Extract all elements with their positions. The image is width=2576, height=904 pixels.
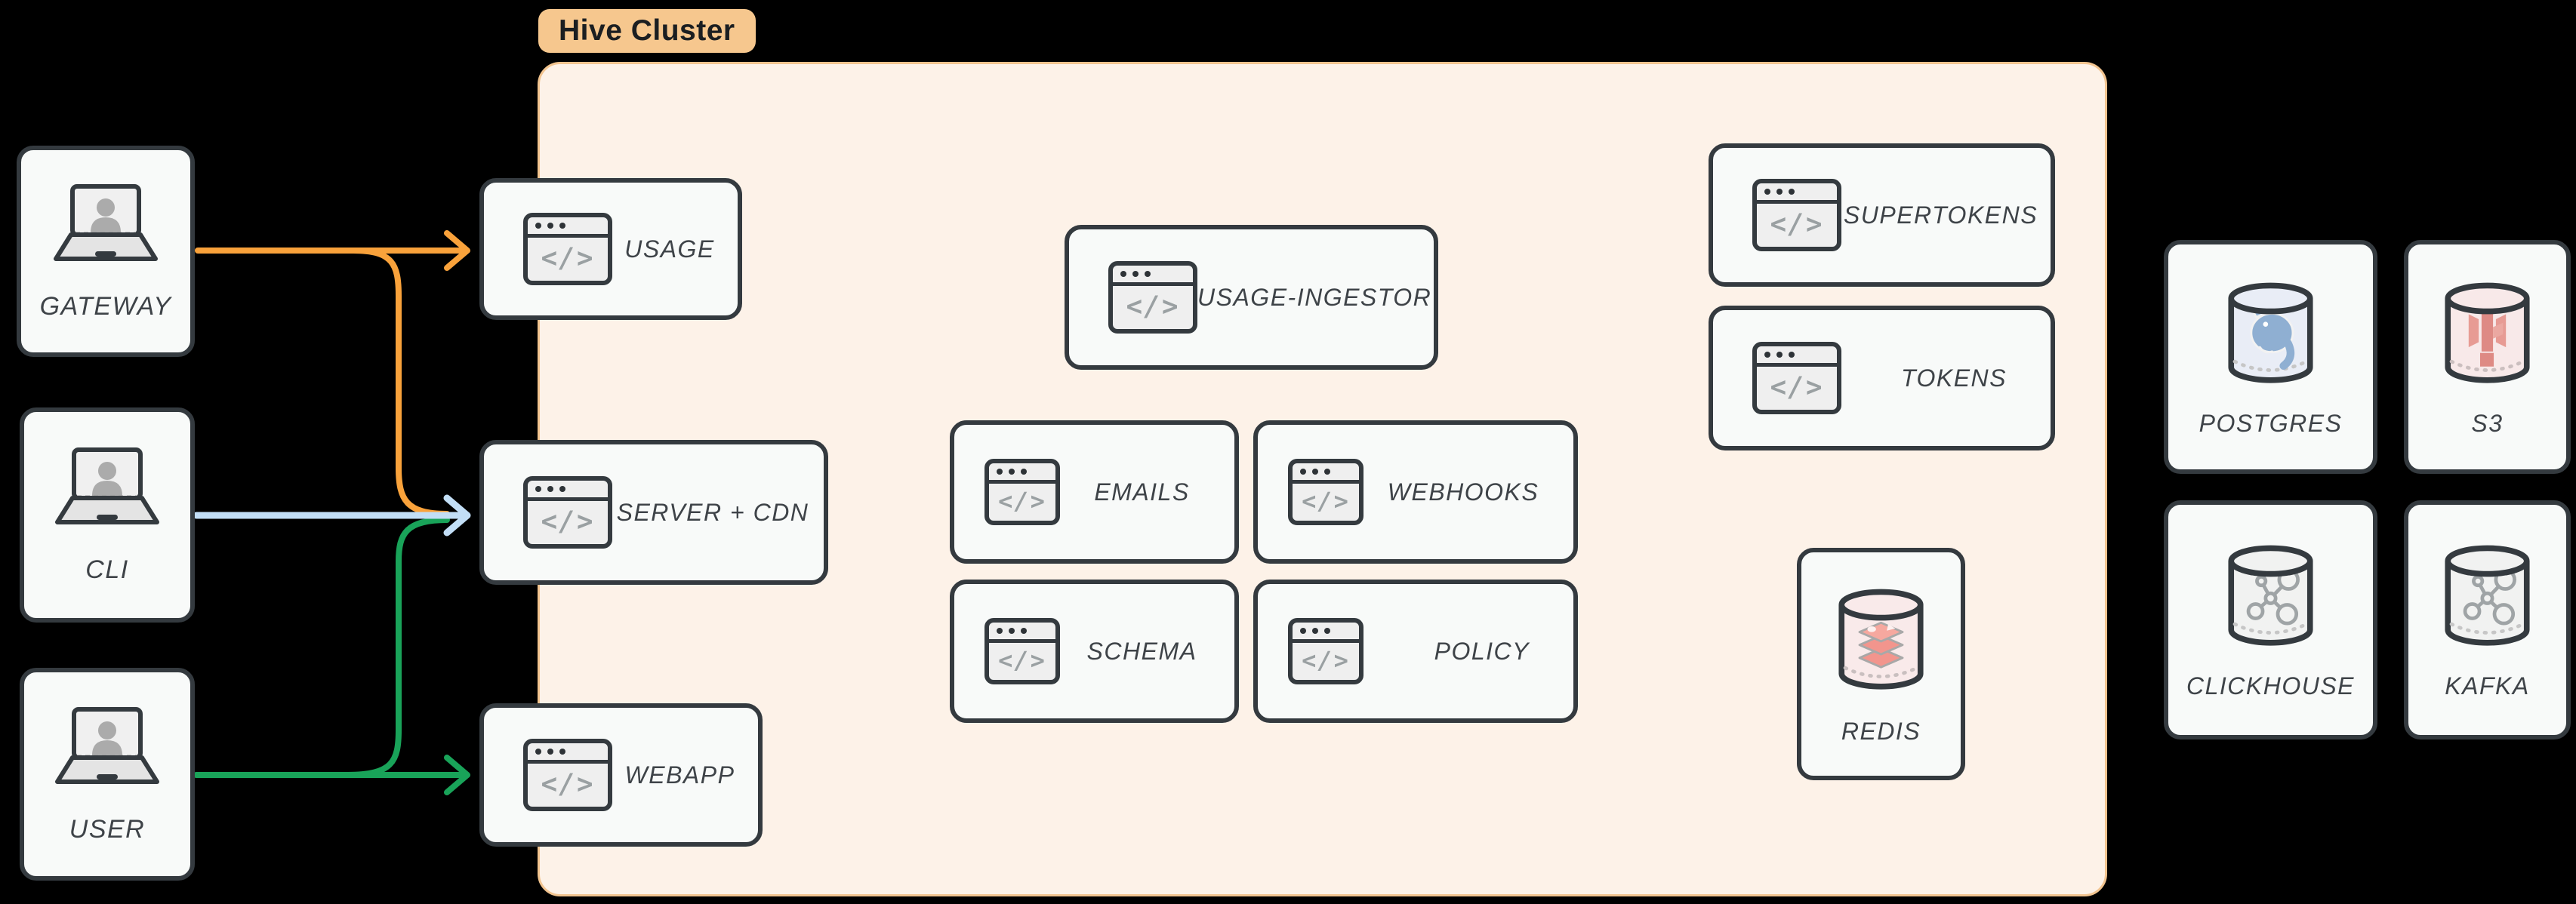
hive-cluster-badge[interactable]: Hive Cluster: [538, 9, 756, 53]
edge-cli-servercdn: [193, 494, 471, 537]
node-label: CLI: [85, 555, 129, 584]
node-emails[interactable]: </> EMAILS: [950, 420, 1239, 564]
node-label: USER: [69, 814, 146, 844]
code-window-icon: </>: [1108, 261, 1197, 334]
s3-database-icon: [2445, 282, 2530, 383]
code-window-icon: </>: [984, 459, 1060, 525]
node-clickhouse[interactable]: CLICKHOUSE: [2164, 500, 2377, 739]
node-label: USAGE: [624, 235, 715, 263]
node-user[interactable]: USER: [20, 668, 195, 881]
node-schema[interactable]: </> SCHEMA: [950, 580, 1239, 723]
node-label: GATEWAY: [39, 291, 172, 321]
node-label: POSTGRES: [2199, 409, 2343, 437]
kafka-database-icon: [2445, 545, 2530, 646]
node-policy[interactable]: </> POLICY: [1253, 580, 1578, 723]
node-usage-ingestor[interactable]: </> USAGE-INGESTOR: [1065, 225, 1438, 370]
node-label: SUPERTOKENS: [1843, 201, 2038, 229]
code-window-icon: </>: [523, 739, 612, 811]
node-s3[interactable]: S3: [2404, 240, 2571, 474]
node-label: REDIS: [1841, 717, 1921, 745]
node-server-cdn[interactable]: </> SERVER + CDN: [479, 440, 828, 585]
edge-gateway-servercdn: [350, 248, 450, 517]
node-postgres[interactable]: POSTGRES: [2164, 240, 2377, 474]
code-window-icon: </>: [1288, 459, 1363, 525]
code-window-icon: </>: [1752, 342, 1841, 414]
node-label: TOKENS: [1901, 364, 2007, 392]
node-label: POLICY: [1434, 637, 1530, 665]
laptop-user-icon: [55, 706, 159, 784]
hive-cluster-label: Hive Cluster: [559, 14, 735, 47]
node-supertokens[interactable]: </> SUPERTOKENS: [1709, 143, 2055, 287]
edge-user-webapp: [193, 755, 470, 795]
node-label: USAGE-INGESTOR: [1197, 283, 1432, 311]
laptop-user-icon: [54, 183, 158, 261]
postgres-database-icon: [2228, 282, 2313, 383]
clickhouse-database-icon: [2228, 545, 2313, 646]
node-label: S3: [2471, 409, 2504, 437]
node-tokens[interactable]: </> TOKENS: [1709, 306, 2055, 450]
node-redis[interactable]: REDIS: [1797, 548, 1965, 780]
code-window-icon: </>: [1752, 179, 1841, 251]
node-webhooks[interactable]: </> WEBHOOKS: [1253, 420, 1578, 564]
node-kafka[interactable]: KAFKA: [2404, 500, 2571, 739]
node-gateway[interactable]: GATEWAY: [17, 146, 195, 357]
redis-database-icon: [1838, 589, 1924, 690]
node-label: KAFKA: [2445, 672, 2530, 700]
node-label: SERVER + CDN: [616, 498, 809, 526]
edge-gateway-usage: [195, 230, 470, 271]
node-label: WEBHOOKS: [1387, 478, 1539, 506]
node-label: SCHEMA: [1086, 637, 1197, 665]
node-label: WEBAPP: [624, 761, 735, 789]
code-window-icon: </>: [1288, 618, 1363, 684]
node-label: CLICKHOUSE: [2186, 672, 2356, 700]
node-webapp[interactable]: </> WEBAPP: [479, 703, 763, 847]
code-window-icon: </>: [984, 618, 1060, 684]
code-window-icon: </>: [523, 476, 612, 549]
node-label: EMAILS: [1094, 478, 1190, 506]
laptop-user-icon: [55, 447, 159, 524]
node-usage[interactable]: </> USAGE: [479, 178, 742, 320]
code-window-icon: </>: [523, 213, 612, 285]
edge-user-servercdn: [344, 517, 450, 778]
node-cli[interactable]: CLI: [20, 407, 195, 623]
